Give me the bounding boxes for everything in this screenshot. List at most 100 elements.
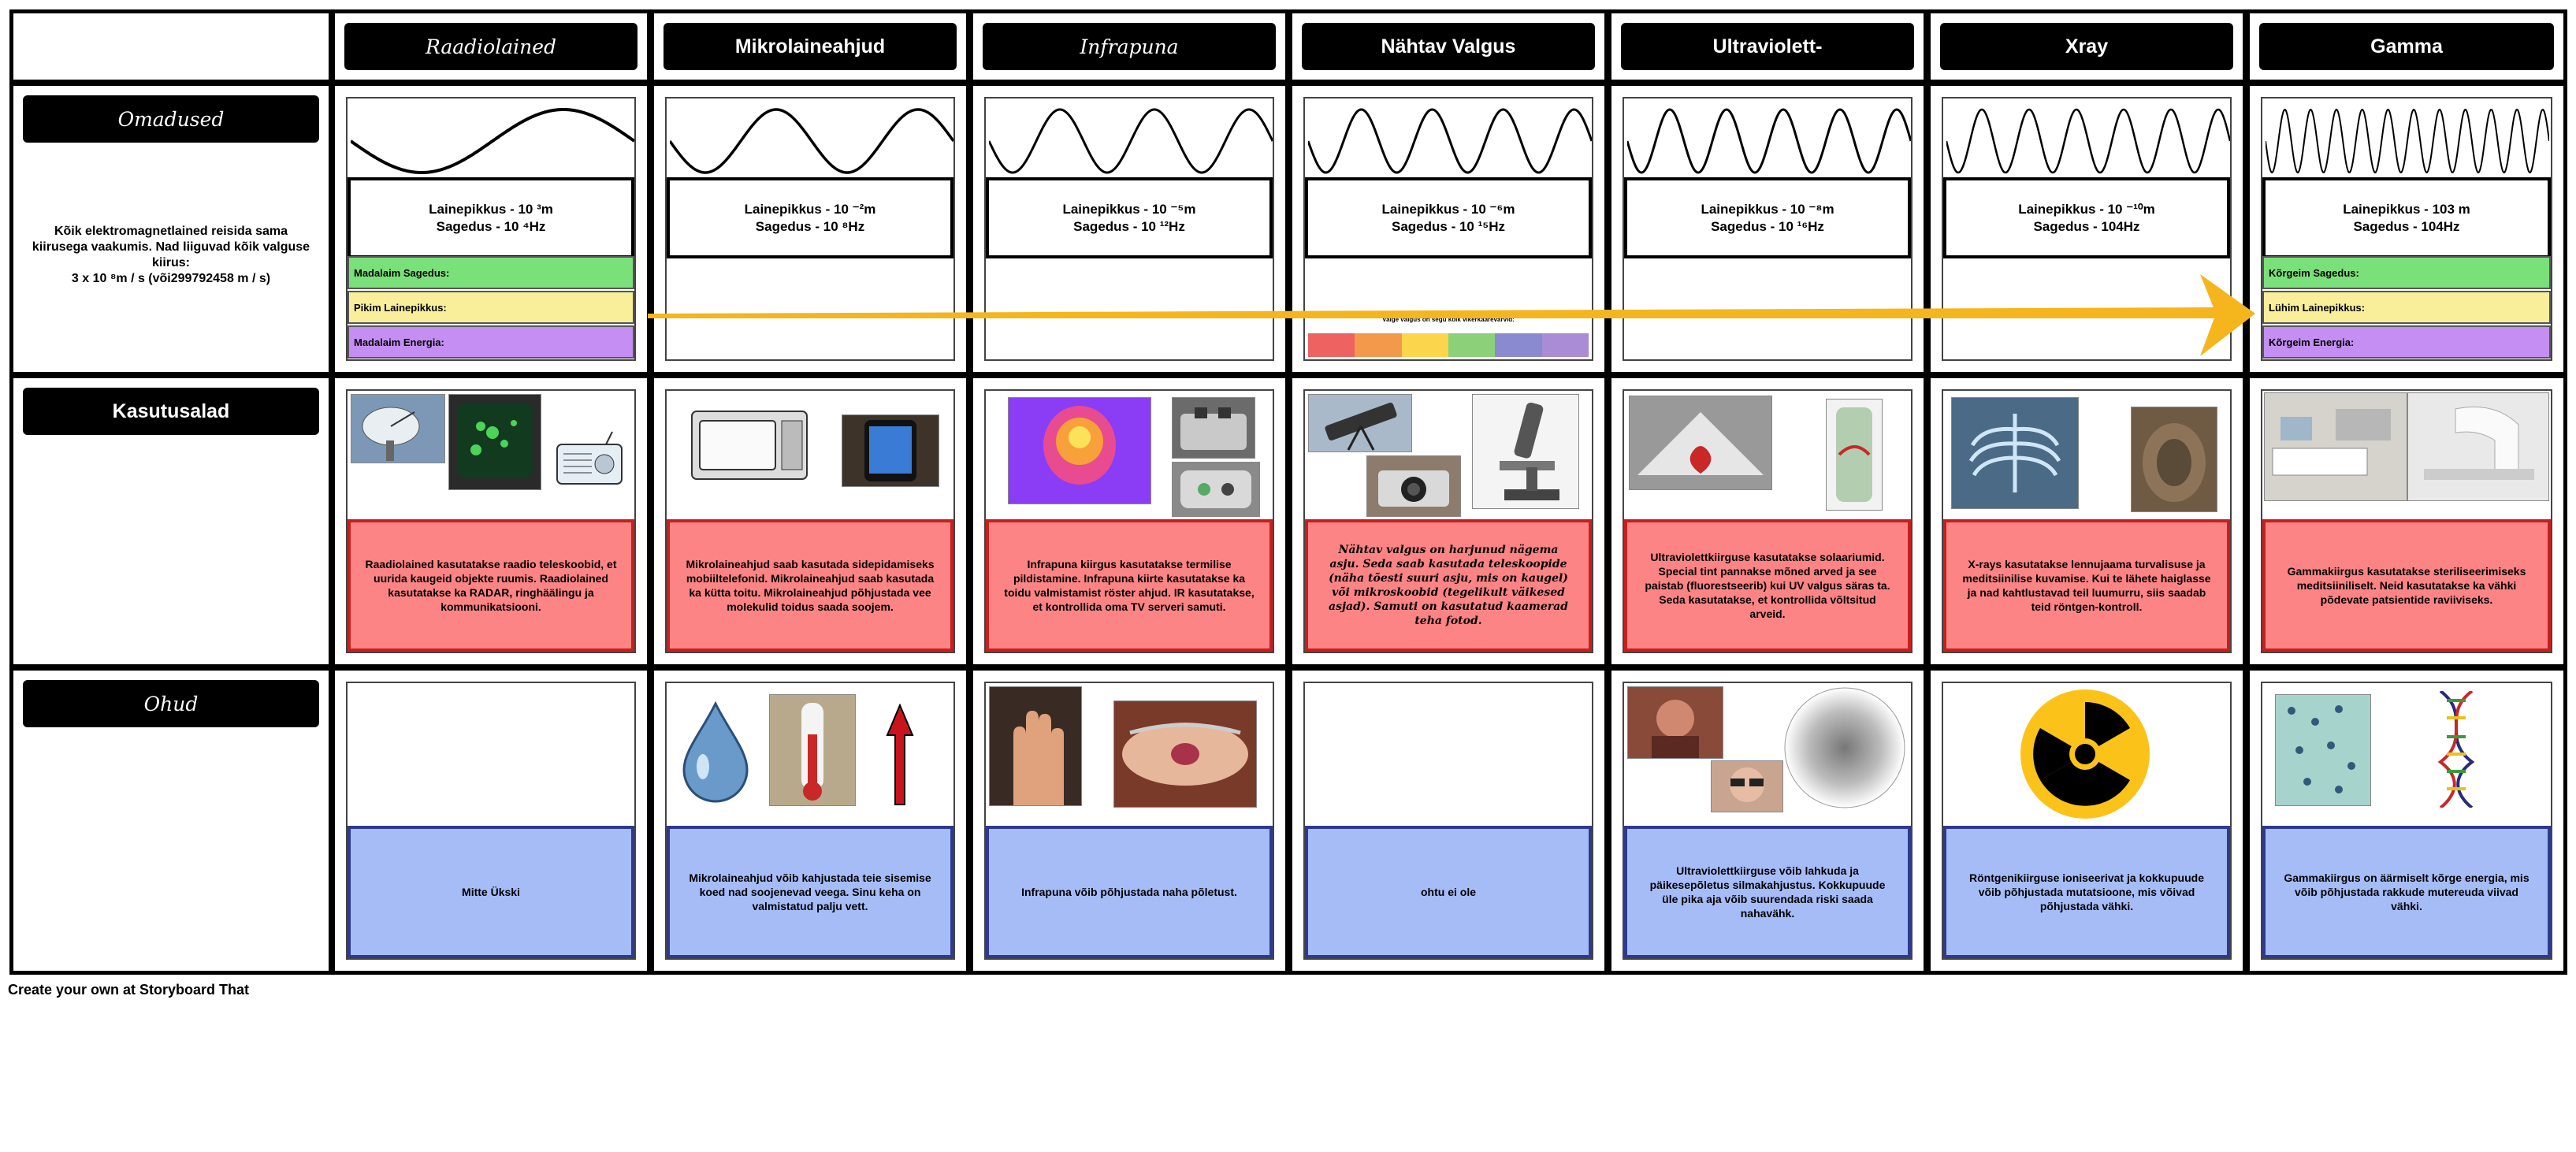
- wavelength-box: Lainepikkus - 10 ⁻²m Sagedus - 10 ⁸Hz: [667, 177, 953, 258]
- uses-cell-microwave: Mikrolaineahjud saab kasutada sidepidami…: [654, 378, 966, 664]
- radio-telescope-icon: [351, 394, 445, 463]
- wavelength-text: Lainepikkus - 10 ⁻⁵m: [1062, 201, 1196, 217]
- microwave-oven-icon: [691, 411, 808, 480]
- properties-cell-microwave: Lainepikkus - 10 ⁻²m Sagedus - 10 ⁸Hz: [654, 86, 966, 372]
- radio-icon: [556, 431, 623, 485]
- frequency-text: Sagedus - 104Hz: [2353, 218, 2460, 234]
- dangers-panel: Infrapuna võib põhjustada naha põletust.: [984, 682, 1274, 960]
- toaster-icon: [1172, 397, 1255, 459]
- uses-cell-infrared: Infrapuna kiirgus kasutatakse termilise …: [973, 378, 1285, 664]
- dangers-panel: Ultraviolettkiirguse võib lahkuda ja päi…: [1623, 682, 1912, 960]
- uses-panel: Gammakiirgus kasutatakse steriliseerimis…: [2261, 389, 2552, 653]
- wave-icon: [351, 107, 634, 175]
- uses-cell-radio: Raadiolained kasutatakse raadio teleskoo…: [335, 378, 647, 664]
- uses-panel: Ultraviolettkiirguse kasutatakse solaari…: [1623, 389, 1912, 653]
- color-spectrum-strip: [1308, 333, 1589, 357]
- dangers-images: [667, 683, 953, 809]
- dangers-panel: Mitte Ükski: [346, 682, 636, 960]
- wave-icon: [989, 108, 1273, 174]
- dangers-text: Röntgenikiirguse ioniseerivat ja kokkupu…: [1943, 826, 2230, 958]
- telescope-icon: [1308, 394, 1412, 452]
- row-title: Omadused: [23, 95, 319, 143]
- dangers-panel: ohtu ei ole: [1303, 682, 1593, 960]
- wavelength-box: Lainepikkus - 10 ⁻¹⁰m Sagedus - 104Hz: [1943, 177, 2230, 258]
- lowest-energy-bar: Madalaim Energia:: [348, 325, 634, 359]
- uses-images: [2262, 391, 2551, 517]
- properties-cell-radio: Lainepikkus - 10 ³m Sagedus - 10 ⁴Hz Mad…: [335, 86, 647, 372]
- hospital-ward-icon: [2264, 392, 2407, 501]
- dangers-images: [1943, 683, 2230, 819]
- frequency-text: Sagedus - 104Hz: [2033, 218, 2140, 234]
- uses-text: Gammakiirgus kasutatakse steriliseerimis…: [2262, 519, 2551, 652]
- banknote-icon: [1826, 399, 1883, 511]
- longest-wavelength-bar: Pikim Lainepikkus:: [348, 291, 634, 324]
- sunburn-person-icon: [1627, 686, 1723, 759]
- header-cell-uv: Ultraviolett-: [1611, 13, 1924, 80]
- water-drop-icon: [682, 700, 749, 803]
- row-label-cell-dangers: Ohud: [13, 671, 329, 971]
- uses-cell-uv: Ultraviolettkiirguse kasutatakse solaari…: [1611, 378, 1924, 664]
- wave-icon: [2266, 108, 2549, 174]
- row-title: Ohud: [23, 680, 319, 727]
- shortest-wavelength-bar: Lühim Lainepikkus:: [2262, 291, 2551, 324]
- uses-text: Ultraviolettkiirguse kasutatakse solaari…: [1624, 519, 1911, 652]
- dangers-cell-gamma: Gammakiirgus on äärmiselt kõrge energia,…: [2250, 671, 2563, 971]
- uses-images: [986, 391, 1273, 517]
- dangers-panel: Röntgenikiirguse ioniseerivat ja kokkupu…: [1942, 682, 2232, 960]
- uses-cell-visible: Nähtav valgus on harjunud nägema asju. S…: [1292, 378, 1604, 664]
- column-title: Infrapuna: [983, 23, 1276, 70]
- dangers-cell-radio: Mitte Ükski: [335, 671, 647, 971]
- tv-remote-icon: [1172, 462, 1260, 517]
- uses-text: Infrapuna kiirgus kasutatakse termilise …: [986, 519, 1273, 652]
- spectrum-yellow: [1401, 333, 1448, 357]
- dangers-text: Infrapuna võib põhjustada naha põletust.: [986, 826, 1273, 958]
- dangers-images: [2262, 683, 2551, 809]
- energy-arrow-icon: [648, 274, 2255, 356]
- wavelength-box: Lainepikkus - 10 ⁻⁶m Sagedus - 10 ¹⁵Hz: [1305, 177, 1592, 258]
- storyboard-grid: Raadiolained Mikrolaineahjud Infrapuna N…: [9, 9, 2567, 975]
- uses-images: [1305, 391, 1592, 517]
- radiation-icon: [2020, 689, 2150, 819]
- dangers-text: Ultraviolettkiirguse võib lahkuda ja päi…: [1624, 826, 1911, 958]
- uses-images: [667, 391, 953, 517]
- dangers-images: [986, 683, 1273, 809]
- wavelength-text: Lainepikkus - 10 ³m: [429, 201, 553, 217]
- dangers-cell-infrared: Infrapuna võib põhjustada naha põletust.: [973, 671, 1285, 971]
- dangers-text: Mitte Ükski: [348, 826, 634, 958]
- chest-xray-icon: [1951, 397, 2079, 509]
- uses-panel: X-rays kasutatakse lennujaama turvalisus…: [1942, 389, 2232, 653]
- highest-frequency-bar: Kõrgeim Sagedus:: [2262, 256, 2551, 289]
- dangers-cell-microwave: Mikrolaineahjud võib kahjustada teie sis…: [654, 671, 966, 971]
- corner-cell: [13, 13, 329, 80]
- speed-value: 3 x 10 ⁸m / s (või299792458 m / s): [71, 272, 271, 285]
- burned-hand-icon: [989, 686, 1082, 806]
- column-title: Nähtav Valgus: [1302, 23, 1595, 70]
- dna-helix-icon: [2437, 691, 2475, 808]
- uses-text: X-rays kasutatakse lennujaama turvalisus…: [1943, 519, 2230, 652]
- storyboard-cta[interactable]: Create your own at Storyboard That: [8, 982, 250, 998]
- luggage-xray-icon: [2131, 407, 2217, 512]
- uses-cell-xray: X-rays kasutatakse lennujaama turvalisus…: [1931, 378, 2243, 664]
- header-cell-gamma: Gamma: [2250, 13, 2563, 80]
- radiotherapy-machine-icon: [2407, 392, 2549, 501]
- dangers-cell-uv: Ultraviolettkiirguse võib lahkuda ja päi…: [1611, 671, 1924, 971]
- sunglasses-face-icon: [1711, 760, 1783, 812]
- frequency-text: Sagedus - 10 ⁴Hz: [436, 218, 546, 234]
- row-label-cell-uses: Kasutusalad: [13, 378, 329, 664]
- tanning-bed-icon: [1629, 396, 1772, 490]
- wavelength-box: Lainepikkus - 10 ⁻⁵m Sagedus - 10 ¹²Hz: [986, 177, 1273, 258]
- frequency-text: Sagedus - 10 ¹²Hz: [1073, 218, 1185, 234]
- spectrum-red: [1308, 333, 1355, 357]
- properties-panel: Lainepikkus - 10 ⁻²m Sagedus - 10 ⁸Hz: [665, 97, 955, 361]
- header-cell-infrared: Infrapuna: [973, 13, 1285, 80]
- uses-text: Nähtav valgus on harjunud nägema asju. S…: [1305, 519, 1592, 652]
- wave-icon: [670, 108, 953, 174]
- dangers-cell-visible: ohtu ei ole: [1292, 671, 1604, 971]
- uses-panel: Raadiolained kasutatakse raadio teleskoo…: [346, 389, 636, 653]
- wavelength-text: Lainepikkus - 10 ⁻¹⁰m: [2018, 201, 2155, 217]
- dangers-panel: Gammakiirgus on äärmiselt kõrge energia,…: [2261, 682, 2552, 960]
- uses-images: [1943, 391, 2230, 517]
- dangers-text: Gammakiirgus on äärmiselt kõrge energia,…: [2262, 826, 2551, 958]
- properties-panel: Lainepikkus - 103 m Sagedus - 104Hz Kõrg…: [2261, 97, 2552, 361]
- wavelength-text: Lainepikkus - 10 ⁻²m: [744, 201, 876, 217]
